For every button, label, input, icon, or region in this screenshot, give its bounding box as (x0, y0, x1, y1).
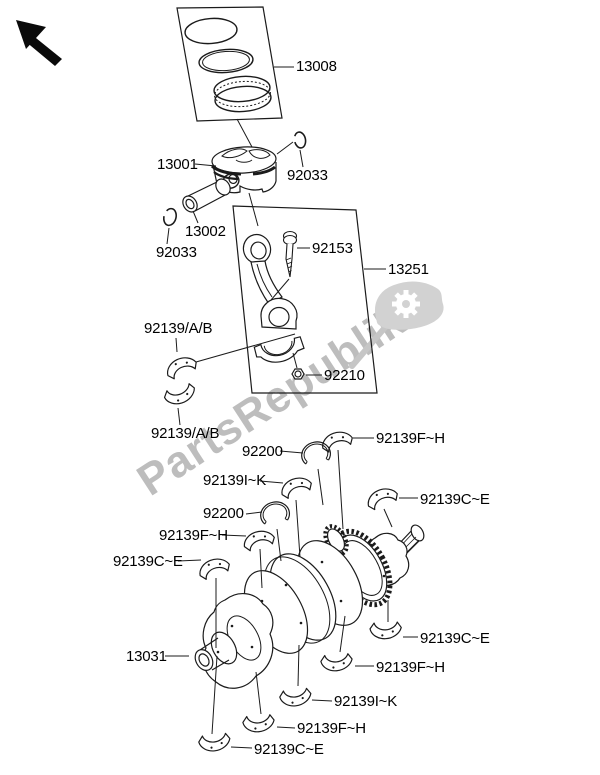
connecting-rod-box (232, 205, 378, 394)
piston-pin (182, 178, 231, 213)
part-label-92139fh-1: 92139F~H (376, 430, 445, 447)
part-label-13002: 13002 (185, 223, 226, 240)
piston-rings-box (176, 6, 283, 122)
connecting-rod (242, 233, 305, 363)
rod-bolt (282, 230, 298, 278)
part-label-92153: 92153 (312, 240, 353, 257)
main-bearing-fh-2 (241, 528, 277, 553)
rod-bearing-lower (161, 379, 199, 410)
piston-rings (184, 17, 272, 113)
part-label-92139ab-upper: 92139/A/B (144, 320, 213, 337)
part-label-92033-left: 92033 (156, 244, 197, 261)
part-label-92200-upper: 92200 (242, 443, 283, 460)
part-label-13031: 13031 (126, 648, 167, 665)
rod-nut (291, 368, 305, 380)
part-label-92139fh-2: 92139F~H (159, 527, 228, 544)
main-bearing-ik-2 (277, 684, 314, 710)
part-label-13008: 13008 (296, 58, 337, 75)
main-bearing-fh-4 (241, 710, 277, 736)
part-label-92139ik-lower: 92139I~K (334, 693, 398, 710)
part-label-92139fh-3: 92139F~H (376, 659, 445, 676)
rod-bearing-upper (163, 353, 200, 381)
part-label-92139ik-upper: 92139I~K (203, 472, 267, 489)
part-label-92210: 92210 (324, 367, 365, 384)
leader-lines (165, 66, 418, 749)
part-label-13251: 13251 (388, 261, 429, 278)
cursor-arrow-icon (16, 20, 62, 66)
part-label-13001: 13001 (157, 156, 198, 173)
main-bearing-ce-1 (364, 484, 401, 512)
part-label-92139ce-left: 92139C~E (113, 553, 183, 570)
main-bearing-ik-1 (278, 474, 315, 501)
part-label-92200-lower: 92200 (203, 505, 244, 522)
main-bearing-ce-4 (196, 729, 233, 755)
part-label-92033-right: 92033 (287, 167, 328, 184)
gear-flag-icon (349, 281, 444, 369)
thrust-washer-lower (257, 498, 292, 528)
main-bearing-ce-3 (368, 617, 404, 642)
main-bearing-fh-1 (319, 428, 355, 454)
part-label-92139ce-bottom: 92139C~E (254, 741, 324, 758)
part-label-92139ce-right2: 92139C~E (420, 630, 490, 647)
part-label-92139ab-lower: 92139/A/B (151, 425, 220, 442)
crankshaft (194, 524, 425, 689)
main-bearing-ce-2 (196, 555, 233, 582)
circlip-left (163, 207, 177, 227)
circlip-right (293, 131, 307, 149)
main-bearing-fh-3 (319, 649, 355, 675)
part-label-92139fh-4: 92139F~H (297, 720, 366, 737)
part-label-92139ce-right: 92139C~E (420, 491, 490, 508)
